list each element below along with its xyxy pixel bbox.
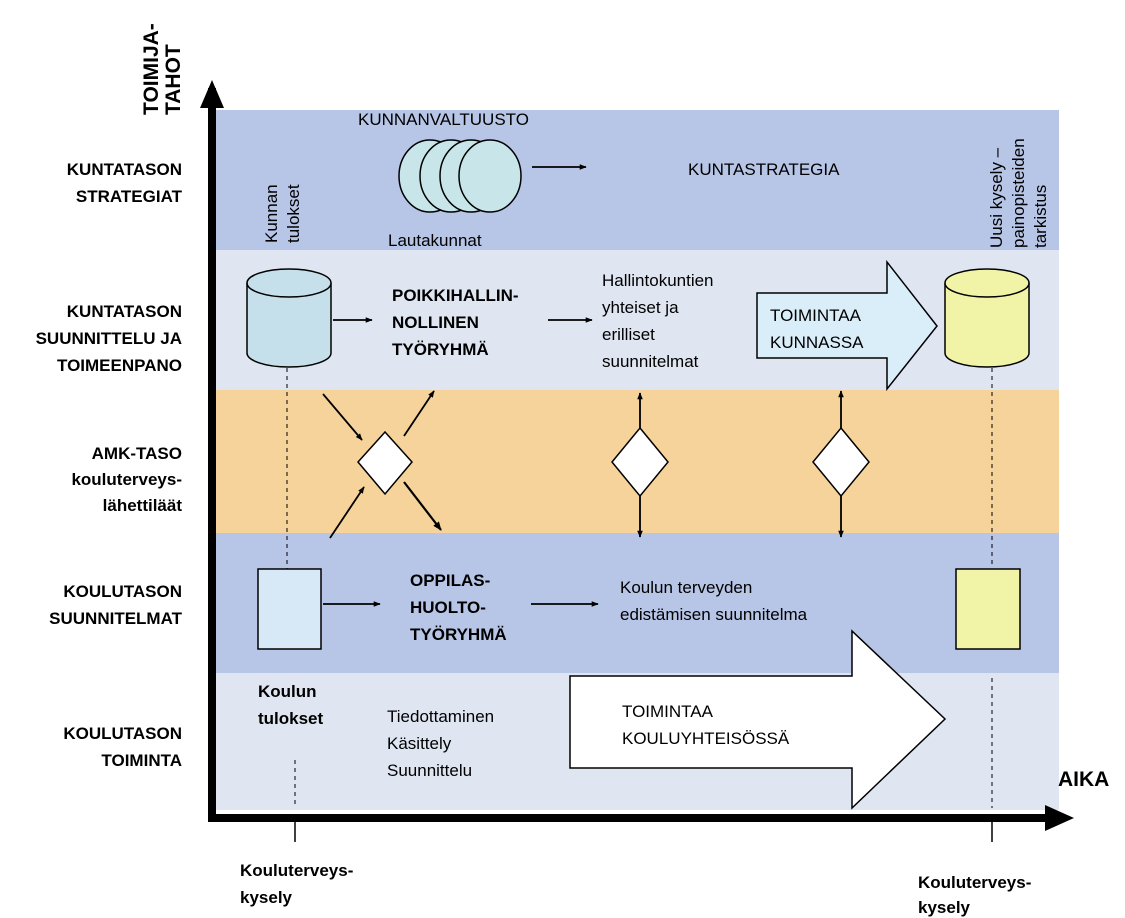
row-label-koulu-toiminta: KOULUTASON	[63, 724, 182, 743]
box-koulu-left	[257, 568, 322, 650]
svg-text:Kunnan: Kunnan	[262, 184, 281, 243]
lautakunnat-label: Lautakunnat	[388, 231, 482, 250]
poikkihallinnollinen-label: TYÖRYHMÄ	[392, 340, 489, 359]
oppilashuolto-label: TYÖRYHMÄ	[410, 625, 507, 644]
row-label-kunta-strategia: KUNTATASON	[67, 160, 182, 179]
box-koulu-right	[955, 568, 1021, 650]
row-label-koulu-suunnitelmat: KOULUTASON	[63, 582, 182, 601]
row-label-koulu-suunnitelmat: SUUNNITELMAT	[49, 609, 182, 628]
diamond-left-icon	[357, 430, 413, 496]
svg-text:painopisteiden: painopisteiden	[1009, 138, 1028, 248]
x-axis-label: AIKA	[1058, 768, 1109, 791]
poikkihallinnollinen-label: POIKKIHALLIN-	[392, 286, 519, 305]
cylinder-uusi-icon	[944, 268, 1030, 368]
diamond-right-icon	[812, 426, 870, 498]
svg-text:tulokset: tulokset	[284, 184, 303, 243]
row-label-amk: kouluterveys-	[71, 470, 182, 489]
cylinder-kunta-icon	[246, 268, 332, 368]
diamond-middle-icon	[611, 426, 669, 498]
arrow-up-to-diamond	[329, 486, 365, 539]
svg-text:TOIMIJA-: TOIMIJA-	[140, 23, 163, 115]
kouluterveyskysely-right-label: kysely	[918, 898, 971, 917]
kouluterveyskysely-left-label: kysely	[240, 888, 293, 907]
toimintaa-kouluyhteisossa-arrow	[569, 629, 947, 810]
row-label-kunta-strategia: STRATEGIAT	[76, 187, 183, 206]
x-axis-arrowhead-icon	[1045, 805, 1074, 831]
row-label-kunta-suunnittelu: TOIMEENPANO	[57, 356, 182, 375]
toimintaa-kunnassa-label: KUNNASSA	[770, 333, 864, 352]
y-axis-label: TOIMIJA- TAHOT	[140, 23, 185, 115]
svg-text:TAHOT: TAHOT	[162, 44, 185, 115]
arrow-down-to-diamond	[322, 393, 363, 441]
tiedottaminen-label: Käsittely	[387, 734, 452, 753]
arrow-diamond-up	[403, 390, 435, 437]
hallintokuntien-label: Hallintokuntien	[602, 271, 714, 290]
hallintokuntien-label: suunnitelmat	[602, 352, 699, 371]
poikkihallinnollinen-label: NOLLINEN	[392, 313, 479, 332]
kouluterveyskysely-right-label: Kouluterveys-	[918, 873, 1031, 892]
hallintokuntien-label: erilliset	[602, 325, 655, 344]
kunnanvaltuusto-label: KUNNANVALTUUSTO	[358, 110, 529, 129]
kunnan-tulokset-label: Kunnan tulokset	[262, 184, 303, 243]
uusi-kysely-label: Uusi kysely – painopisteiden tarkistus	[987, 138, 1050, 248]
tiedottaminen-label: Suunnittelu	[387, 761, 472, 780]
lautakunnat-ellipses-icon	[398, 139, 522, 213]
toimintaa-kouluyhteisossa-label: KOULUYHTEISÖSSÄ	[622, 729, 790, 748]
row-label-koulu-toiminta: TOIMINTA	[101, 751, 182, 770]
hallintokuntien-label: yhteiset ja	[602, 298, 679, 317]
tiedottaminen-label: Tiedottaminen	[387, 707, 494, 726]
row-label-amk: AMK-TASO	[92, 444, 182, 463]
band-koulu-suunnitelmat	[212, 533, 1059, 673]
svg-text:Uusi kysely –: Uusi kysely –	[987, 147, 1006, 248]
row-label-amk: lähettiläät	[103, 496, 183, 515]
koulun-tulokset-label: tulokset	[258, 709, 324, 728]
koulun-terveyden-label: edistämisen suunnitelma	[620, 605, 808, 624]
arrow-diamond-down	[403, 481, 442, 531]
oppilashuolto-label: OPPILAS-	[410, 571, 490, 590]
toimintaa-kouluyhteisossa-label: TOIMINTAA	[622, 702, 714, 721]
koulun-terveyden-label: Koulun terveyden	[620, 578, 752, 597]
row-label-kunta-suunnittelu: KUNTATASON	[67, 302, 182, 321]
kouluterveyskysely-left-label: Kouluterveys-	[240, 861, 353, 880]
oppilashuolto-label: HUOLTO-	[410, 598, 486, 617]
y-axis-arrowhead-icon	[200, 80, 224, 108]
koulun-tulokset-label: Koulun	[258, 682, 317, 701]
band-kunta-strategia	[212, 110, 1059, 250]
row-label-kunta-suunnittelu: SUUNNITTELU JA	[36, 329, 182, 348]
svg-text:tarkistus: tarkistus	[1031, 185, 1050, 248]
toimintaa-kunnassa-label: TOIMINTAA	[770, 306, 862, 325]
kuntastrategia-label: KUNTASTRATEGIA	[688, 160, 840, 179]
toimintaa-kunnassa-arrow	[756, 259, 938, 392]
